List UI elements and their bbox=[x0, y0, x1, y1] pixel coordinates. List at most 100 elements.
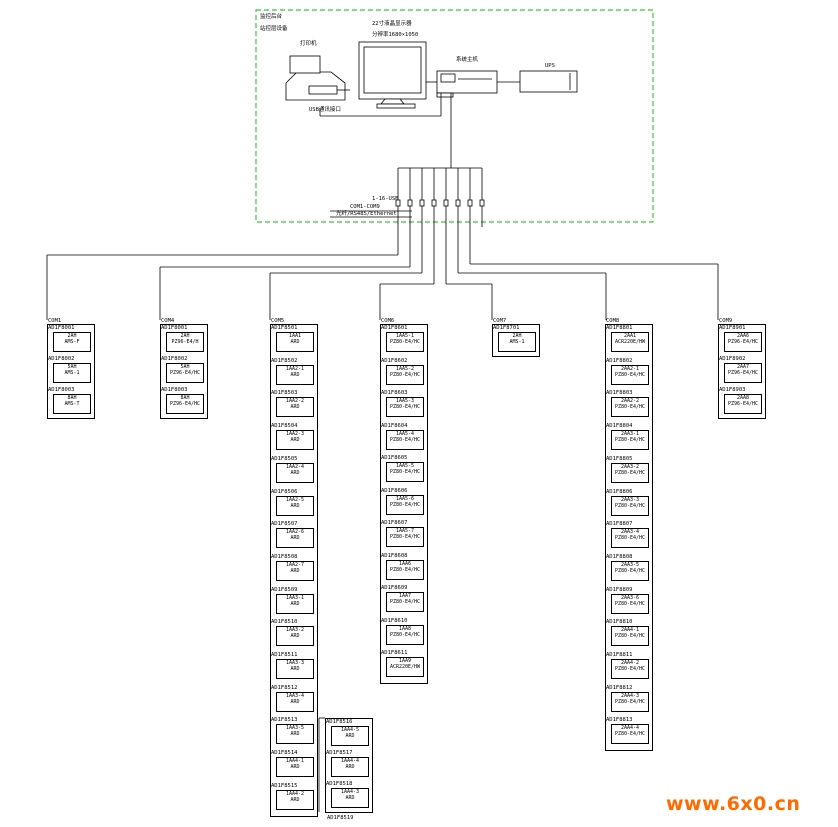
device-name: 2AA4-4 bbox=[620, 725, 640, 732]
device-name: 1AA5-7 bbox=[395, 528, 415, 534]
device-name: 5AH bbox=[180, 364, 190, 370]
device-model: ARD bbox=[345, 764, 355, 770]
device-model: ARD bbox=[290, 666, 300, 672]
printer-tray-icon bbox=[308, 85, 338, 95]
device-group bbox=[492, 324, 540, 357]
device-name: 1AA2-3 bbox=[285, 431, 305, 438]
device-name: 1AA3-1 bbox=[285, 594, 305, 601]
device-name: 1AA5-5 bbox=[395, 463, 415, 469]
device-address: AD1F8003 bbox=[161, 387, 188, 393]
device-name: 8AH bbox=[180, 395, 190, 401]
device-address: AD1F8507 bbox=[271, 521, 298, 528]
device-address: AD1F8604 bbox=[381, 422, 408, 429]
device-address: AD1F8802 bbox=[606, 357, 633, 364]
device-address: AD1F8809 bbox=[606, 586, 633, 593]
device-name: 1AA4-3 bbox=[340, 789, 360, 795]
device-model: ARD bbox=[345, 795, 355, 801]
device-model: PZ80-E4/HC bbox=[614, 698, 646, 705]
device-address: AD1F8001 bbox=[48, 325, 75, 331]
device-model: PZ80-E4/HC bbox=[614, 633, 646, 640]
device-address: AD1F8602 bbox=[381, 357, 408, 364]
device-name: 2AA2-2 bbox=[620, 398, 640, 405]
device-name: 2AA3-5 bbox=[620, 561, 640, 568]
device-address: AD1F8810 bbox=[606, 619, 633, 626]
device-name: 2AA2-1 bbox=[620, 365, 640, 372]
com-label: COM9 bbox=[719, 318, 733, 324]
device-name: 2AA3-6 bbox=[620, 594, 640, 601]
device-address: AD1F8001 bbox=[161, 325, 188, 331]
device-model: PZ80-E4/HC bbox=[389, 469, 421, 475]
device-model: AMS-1 bbox=[64, 370, 80, 376]
device-address: AD1F8806 bbox=[606, 488, 633, 495]
device-name: 1AA3-5 bbox=[285, 725, 305, 732]
device-name: 2AH bbox=[180, 333, 190, 339]
device-name: 1AA5-3 bbox=[395, 398, 415, 404]
device-address: AD1F8610 bbox=[381, 617, 408, 624]
device-address: AD1F8601 bbox=[381, 325, 408, 331]
device-model: ARD bbox=[290, 698, 300, 705]
device-model: PZ96-E4/HC bbox=[727, 370, 759, 376]
device-group bbox=[605, 324, 653, 752]
device-name: 1AA5-1 bbox=[395, 333, 415, 339]
device-model: PZ80-E4/HC bbox=[614, 404, 646, 411]
device-model: PZ80-E4/HC bbox=[389, 631, 421, 638]
device-model: ARD bbox=[290, 404, 300, 411]
device-address: AD1F8901 bbox=[719, 325, 746, 331]
device-name: 1AA3-2 bbox=[285, 627, 305, 634]
device-model: ARD bbox=[345, 733, 355, 739]
station-title: 监控后台 bbox=[260, 14, 283, 20]
device-address: AD1F8501 bbox=[271, 325, 298, 331]
device-address: AD1F8503 bbox=[271, 390, 298, 397]
device-address: AD1F8805 bbox=[606, 455, 633, 462]
usb-label: USB通讯接口 bbox=[309, 107, 341, 113]
host-drive-icon bbox=[440, 73, 456, 83]
device-name: 1AA5-2 bbox=[395, 365, 415, 372]
device-model: PZ96-E4/HC bbox=[169, 401, 201, 407]
device-name: 2AA3-1 bbox=[620, 431, 640, 438]
device-address: AD1F8603 bbox=[381, 390, 408, 396]
device-group bbox=[47, 324, 95, 419]
watermark: www.6x0.cn bbox=[666, 793, 801, 815]
device-model: AMS-1 bbox=[509, 339, 525, 345]
device-model: PZ80-E4/HC bbox=[614, 731, 646, 738]
device-name: 2AA3-3 bbox=[620, 496, 640, 503]
ups-icon bbox=[519, 70, 578, 93]
device-model: PZ80-E4/HC bbox=[614, 535, 646, 542]
device-name: 1AA2-7 bbox=[285, 561, 305, 568]
device-model: PZ80-E4/HC bbox=[389, 436, 421, 443]
printer-paper-icon bbox=[289, 55, 321, 74]
com-label: COM5 bbox=[271, 318, 285, 324]
device-address: AD1F8518 bbox=[326, 781, 353, 787]
device-model: AMS-T bbox=[64, 401, 80, 407]
bus-label: COM1-COM9 bbox=[350, 204, 380, 210]
device-address: AD1F8811 bbox=[606, 652, 633, 658]
device-address: AD1F8804 bbox=[606, 423, 633, 430]
device-address: AD1F8502 bbox=[271, 357, 298, 364]
device-model: ARD bbox=[290, 502, 300, 509]
device-address: AD1F8516 bbox=[326, 719, 353, 725]
device-name: 2AA1 bbox=[623, 333, 637, 339]
